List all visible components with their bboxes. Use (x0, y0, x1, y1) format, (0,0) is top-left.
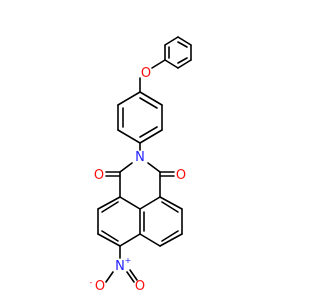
imide-ring (119, 162, 161, 210)
atom-label-nitro-nitrogen: N (115, 259, 125, 274)
nitro-positive-charge: + (125, 256, 132, 265)
atom-label-imide-nitrogen: N (135, 150, 145, 165)
atom-label-carbonyl-oxygen-left: O (94, 168, 104, 183)
atom-label-nitro-oxygen-left: O (95, 279, 105, 294)
carbonyl-bonds (105, 171, 175, 177)
nitro-group-bonds (105, 245, 138, 283)
nitro-negative-charge: - (90, 278, 93, 287)
phenylene-ring (117, 91, 163, 144)
atom-label-nitro-oxygen-right: O (135, 279, 145, 294)
ether-linkage (139, 59, 166, 93)
naphthalene-core (97, 196, 183, 247)
phenyl-ring-top (164, 36, 192, 69)
molecule-diagram: O N O O N + O - O (90, 36, 192, 294)
atom-label-ether-oxygen: O (141, 66, 151, 81)
atom-label-carbonyl-oxygen-right: O (176, 168, 186, 183)
